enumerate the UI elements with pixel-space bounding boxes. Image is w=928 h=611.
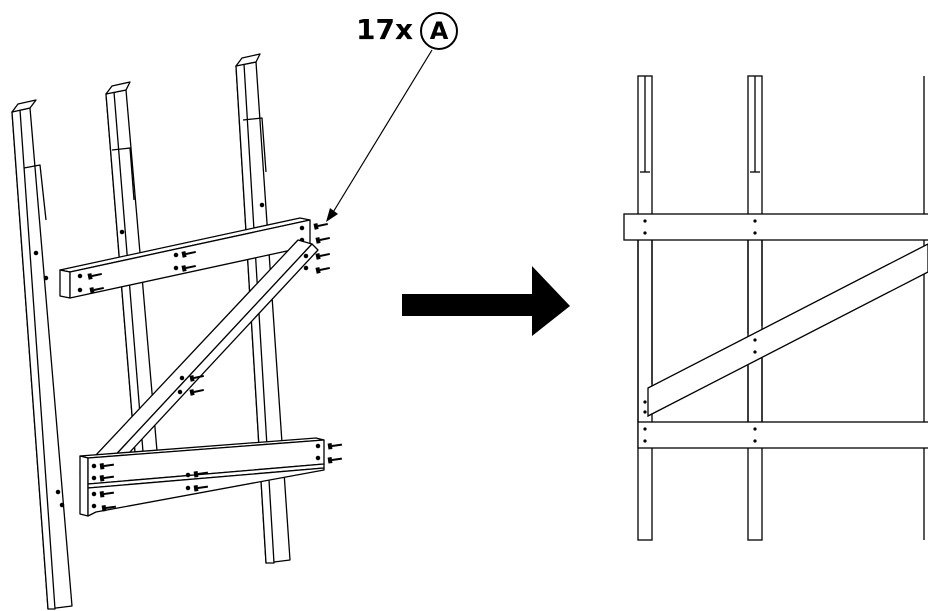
lower-beam bbox=[79, 437, 325, 517]
hardware-count-label: 17x bbox=[356, 13, 414, 46]
bolt-icon bbox=[326, 454, 344, 465]
post-a bbox=[637, 75, 653, 541]
post-2 bbox=[105, 81, 161, 490]
upper-beam bbox=[59, 217, 311, 299]
bolt-icon bbox=[326, 440, 344, 451]
bolt-icon bbox=[188, 385, 206, 397]
part-letter-badge: A bbox=[420, 12, 458, 50]
exploded-view bbox=[11, 53, 325, 610]
bolt-icon bbox=[314, 249, 332, 261]
right-arrow-icon bbox=[402, 266, 570, 336]
assembled-holes bbox=[643, 219, 757, 443]
diagonal-brace bbox=[79, 239, 319, 483]
assembled-view bbox=[623, 75, 928, 541]
post-1 bbox=[11, 99, 73, 610]
bolt-icon bbox=[314, 263, 332, 275]
callout-leader bbox=[326, 49, 433, 222]
bolt-icon bbox=[312, 219, 330, 231]
bolt-icon bbox=[314, 233, 332, 245]
lower-beam-front bbox=[637, 421, 928, 449]
upper-beam-front bbox=[623, 213, 928, 241]
post-b bbox=[747, 75, 763, 541]
diagonal-brace-front bbox=[647, 243, 928, 418]
